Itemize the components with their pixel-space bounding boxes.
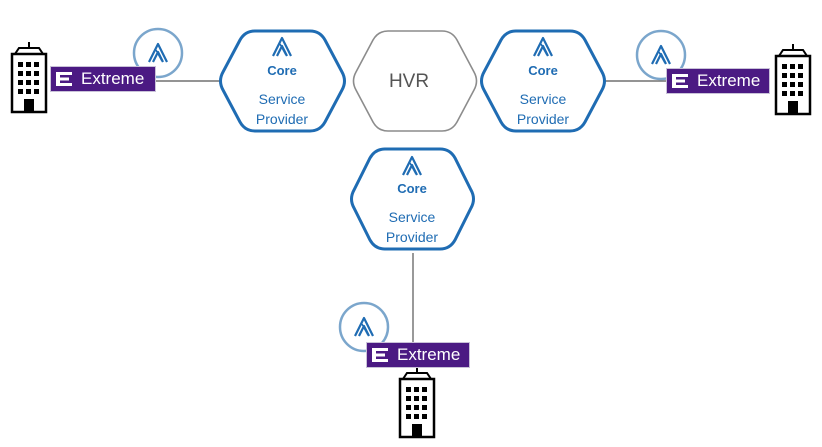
extreme-badge-label: Extreme xyxy=(81,69,145,88)
extreme-logo-icon xyxy=(667,69,693,93)
extreme-badge-bottom: Extreme xyxy=(366,342,470,368)
core-node-label-line2: Provider xyxy=(517,111,569,127)
core-node-label-line1: Service xyxy=(259,91,306,107)
building-icon-left xyxy=(10,40,48,114)
core-service-provider-bottom[interactable]: Core Service Provider xyxy=(350,147,475,251)
core-service-provider-right[interactable]: Core Service Provider xyxy=(480,29,606,133)
core-service-provider-left[interactable]: Core Service Provider xyxy=(219,29,346,133)
core-node-label-line2: Provider xyxy=(256,111,308,127)
extreme-badge-label: Extreme xyxy=(397,345,461,364)
extreme-badge-label: Extreme xyxy=(697,71,761,90)
core-node-label-line1: Service xyxy=(520,91,567,107)
core-brand-label: Core xyxy=(397,181,427,196)
core-node-label-line2: Provider xyxy=(386,229,438,245)
building-icon-right xyxy=(774,42,812,116)
hvr-node[interactable]: HVR xyxy=(352,30,478,132)
core-node-label-line1: Service xyxy=(389,209,436,225)
building-icon-bottom xyxy=(398,365,436,439)
hvr-label: HVR xyxy=(389,71,429,92)
extreme-badge-right: Extreme xyxy=(666,68,770,94)
core-agent-circle-left xyxy=(132,27,184,79)
extreme-badge-left: Extreme xyxy=(50,66,156,92)
extreme-logo-icon xyxy=(367,343,393,367)
extreme-logo-icon xyxy=(51,67,77,91)
core-agent-circle-bottom xyxy=(338,301,390,353)
core-brand-label: Core xyxy=(267,63,297,78)
core-agent-circle-right xyxy=(635,29,687,81)
core-brand-label: Core xyxy=(528,63,558,78)
